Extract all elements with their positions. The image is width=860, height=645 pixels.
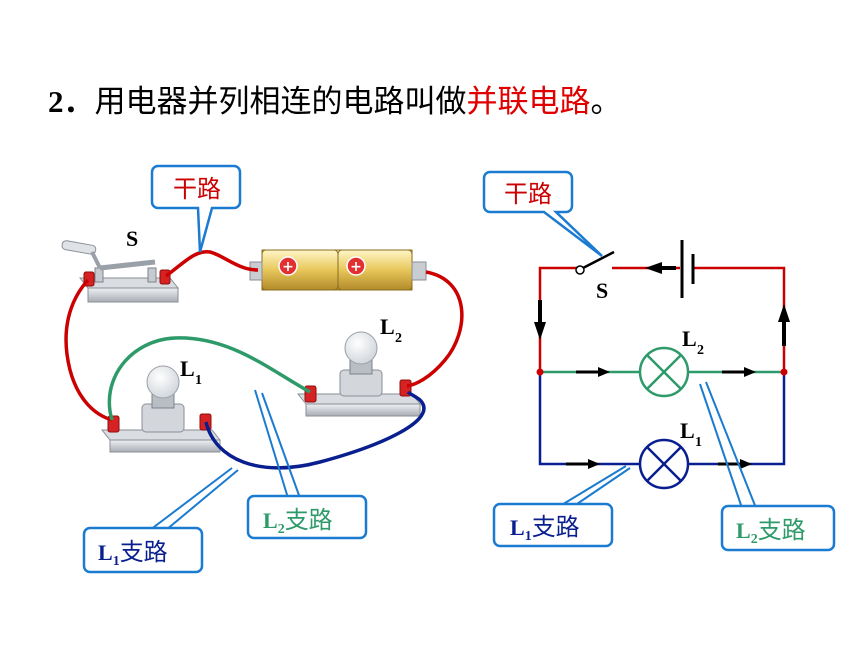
title-highlight: 并联电路 xyxy=(466,84,591,120)
trunk-wire-switch-battery xyxy=(164,250,259,278)
arrow-l1-left-icon xyxy=(588,459,600,469)
arrow-trunk-top-icon xyxy=(645,262,662,274)
right-l2-callout xyxy=(720,504,836,552)
arrow-l2-right-icon xyxy=(744,367,756,377)
schematic-switch-blade xyxy=(582,250,615,270)
right-l1-callout-letter: L xyxy=(510,515,525,540)
schematic-l1-left xyxy=(538,372,640,466)
right-l2-callout-pointer-a xyxy=(699,383,743,509)
right-l2-callout-sub: 2 xyxy=(751,532,758,547)
arrow-l1-right-icon xyxy=(740,459,752,469)
right-l2-callout-label: L2支路 xyxy=(736,516,806,547)
title-text: 用电器并列相连的电路叫做 xyxy=(94,84,467,120)
left-l2-callout-sub: 2 xyxy=(278,522,285,537)
left-l2-callout-text: 支路 xyxy=(285,506,333,534)
knife-switch xyxy=(61,240,180,303)
schematic-circuit: S L 2 L 1 xyxy=(482,170,836,552)
left-l2-letter: L xyxy=(380,314,395,339)
title-end: 。 xyxy=(590,84,622,120)
right-l2-callout-letter: L xyxy=(736,518,751,543)
junction-right xyxy=(780,368,788,376)
right-l2-letter: L xyxy=(682,326,697,351)
right-l1-callout-text: 支路 xyxy=(532,513,580,541)
right-trunk-callout xyxy=(482,170,603,257)
arrow-trunk-left-icon xyxy=(534,322,546,340)
left-l1-callout xyxy=(82,526,204,574)
left-l1-letter: L xyxy=(180,356,195,381)
lamp-l2 xyxy=(296,331,422,417)
left-trunk-callout-text: 干路 xyxy=(173,175,221,203)
title-number: 2． xyxy=(48,84,95,119)
arrow-trunk-right-icon xyxy=(778,304,790,322)
left-l2-sub: 2 xyxy=(395,331,402,346)
trunk-wire-switch-l1 xyxy=(64,278,113,422)
right-l1-sub: 1 xyxy=(695,435,702,450)
l2-branch-wire xyxy=(107,336,311,421)
schematic-trunk-left xyxy=(538,266,578,372)
left-l2-callout-pointer-a xyxy=(254,389,289,499)
left-l1-callout-pointer-a xyxy=(149,467,233,531)
battery-plus-2: + xyxy=(350,259,362,275)
right-l2-sub: 2 xyxy=(697,343,704,358)
left-l2-callout-letter: L xyxy=(263,508,278,533)
schematic-lamp-l2-cross-b xyxy=(646,354,682,390)
left-l2-callout xyxy=(246,494,368,540)
left-l1-callout-pointer-b xyxy=(165,469,239,531)
lamp-l1 xyxy=(100,365,222,453)
left-l2-callout-pointer-b xyxy=(261,392,301,499)
left-trunk-callout xyxy=(150,164,242,253)
right-l2-callout-text: 支路 xyxy=(758,516,806,544)
right-l1-callout-pointer-a xyxy=(559,465,627,507)
right-l1-callout-label: L1支路 xyxy=(510,513,580,544)
left-switch-label: S xyxy=(126,226,138,251)
right-trunk-callout-text: 干路 xyxy=(504,180,552,208)
schematic-switch-pivot xyxy=(575,265,585,275)
schematic-trunk-right xyxy=(694,266,786,372)
l1-branch-wire xyxy=(204,390,426,470)
right-switch-label: S xyxy=(596,278,608,303)
physical-circuit: S + + L 2 xyxy=(61,164,464,574)
right-l1-callout xyxy=(492,502,614,548)
schematic-lamp-l1-cross-b xyxy=(646,446,682,482)
left-l1-sub: 1 xyxy=(195,373,202,388)
left-l1-callout-text: 支路 xyxy=(120,538,168,566)
left-l2-callout-label: L2支路 xyxy=(263,506,333,537)
left-l1-callout-sub: 1 xyxy=(113,554,120,569)
right-l2-callout-pointer-b xyxy=(705,381,757,509)
junction-left xyxy=(536,368,544,376)
schematic-l1-right xyxy=(688,372,786,466)
right-l1-callout-sub: 1 xyxy=(525,529,532,544)
left-l1-callout-letter: L xyxy=(98,540,113,565)
arrow-l2-left-icon xyxy=(598,367,610,377)
battery-plus-1: + xyxy=(282,259,294,275)
trunk-wire-battery-l2 xyxy=(406,270,464,388)
battery: + + xyxy=(249,249,427,291)
right-l1-callout-pointer-b xyxy=(573,467,631,507)
left-l1-callout-label: L1支路 xyxy=(98,538,168,569)
page-title: 2．用电器并列相连的电路叫做并联电路。 xyxy=(48,76,622,121)
right-l1-letter: L xyxy=(680,418,695,443)
